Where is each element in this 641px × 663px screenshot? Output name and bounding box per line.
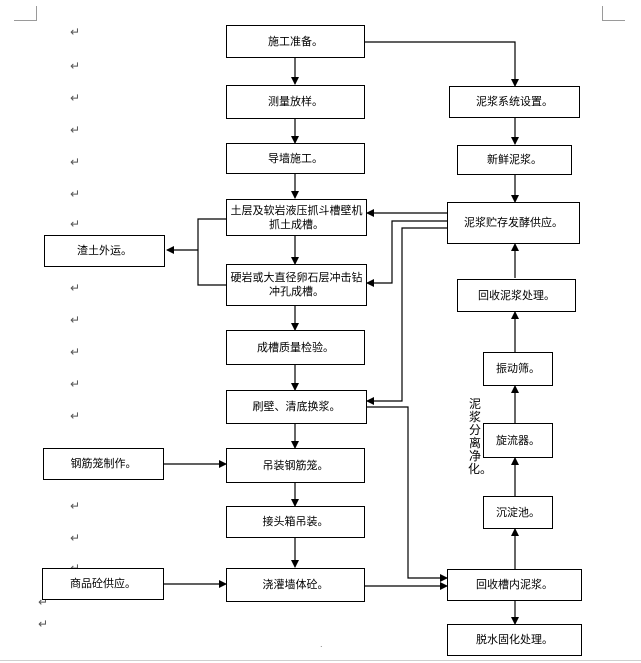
- box-hydrocyclone: 旋流器。: [483, 423, 553, 458]
- box-joint-box-hoist: 接头箱吊装。: [226, 506, 365, 538]
- box-rock-drill-trench: 硬岩或大直径卵石层冲击钻冲孔成槽。: [226, 264, 367, 306]
- box-fresh-slurry: 新鲜泥浆。: [457, 145, 572, 175]
- foot-mark: .: [320, 640, 323, 649]
- paragraph-mark: ↵: [70, 377, 81, 391]
- page-corner-mark-top-left: [14, 6, 37, 21]
- box-wall-clean-slurry-change: 刷壁、清底换浆。: [226, 390, 367, 424]
- box-recovered-slurry-treatment: 回收泥浆处理。: [457, 279, 576, 312]
- page-bottom-divider: [0, 660, 641, 661]
- paragraph-mark: ↵: [70, 59, 81, 73]
- label-slurry-separation: 泥浆分离净化。: [468, 397, 493, 476]
- paragraph-mark: ↵: [38, 595, 49, 609]
- paragraph-mark: ↵: [70, 91, 81, 105]
- box-pour-wall-concrete: 浇灌墙体砼。: [226, 568, 365, 602]
- box-settling-tank: 沉淀池。: [483, 496, 553, 529]
- box-guide-wall: 导墙施工。: [226, 143, 365, 174]
- box-slurry-system-setup: 泥浆系统设置。: [449, 86, 580, 118]
- paragraph-mark: ↵: [70, 187, 81, 201]
- page-corner-mark-top-right: [602, 6, 625, 21]
- paragraph-mark: ↵: [70, 155, 81, 169]
- paragraph-mark: ↵: [70, 123, 81, 137]
- box-commercial-concrete-supply: 商品砼供应。: [42, 568, 164, 600]
- box-spoil-removal: 渣土外运。: [44, 235, 165, 267]
- line-to-spoil-bracket: [197, 218, 226, 286]
- box-survey-layout: 测量放样。: [226, 85, 365, 119]
- arrow-prep-to-slurry-system: [365, 41, 519, 87]
- paragraph-mark: ↵: [70, 499, 81, 513]
- paragraph-mark: ↵: [70, 409, 81, 423]
- paragraph-mark: ↵: [70, 531, 81, 545]
- box-recover-trench-slurry: 回收槽内泥浆。: [447, 569, 582, 601]
- box-hoist-rebar-cage: 吊装钢筋笼。: [226, 448, 365, 483]
- paragraph-mark: ↵: [70, 281, 81, 295]
- box-dewatering-solidification: 脱水固化处理。: [447, 624, 582, 656]
- box-trench-quality-check: 成槽质量检验。: [226, 330, 365, 365]
- box-rebar-cage-fabrication: 钢筋笼制作。: [43, 448, 164, 480]
- arrow-store-to-rock-drill: [366, 220, 447, 287]
- paragraph-mark: ↵: [70, 217, 81, 231]
- arrow-store-to-wall-clean: [366, 227, 447, 405]
- paragraph-mark: ↵: [70, 25, 81, 39]
- box-slurry-storage-supply: 泥浆贮存发酵供应。: [447, 202, 580, 244]
- paragraph-mark: ↵: [70, 345, 81, 359]
- paragraph-mark: ↵: [38, 617, 49, 631]
- paragraph-mark: ↵: [70, 313, 81, 327]
- box-vibrating-screen: 振动筛。: [483, 352, 553, 386]
- box-soil-grab-trench: 土层及软岩液压抓斗槽壁机抓土成槽。: [226, 199, 367, 236]
- arrow-wall-clean-to-groove: [367, 406, 448, 582]
- box-construction-prep: 施工准备。: [226, 25, 365, 58]
